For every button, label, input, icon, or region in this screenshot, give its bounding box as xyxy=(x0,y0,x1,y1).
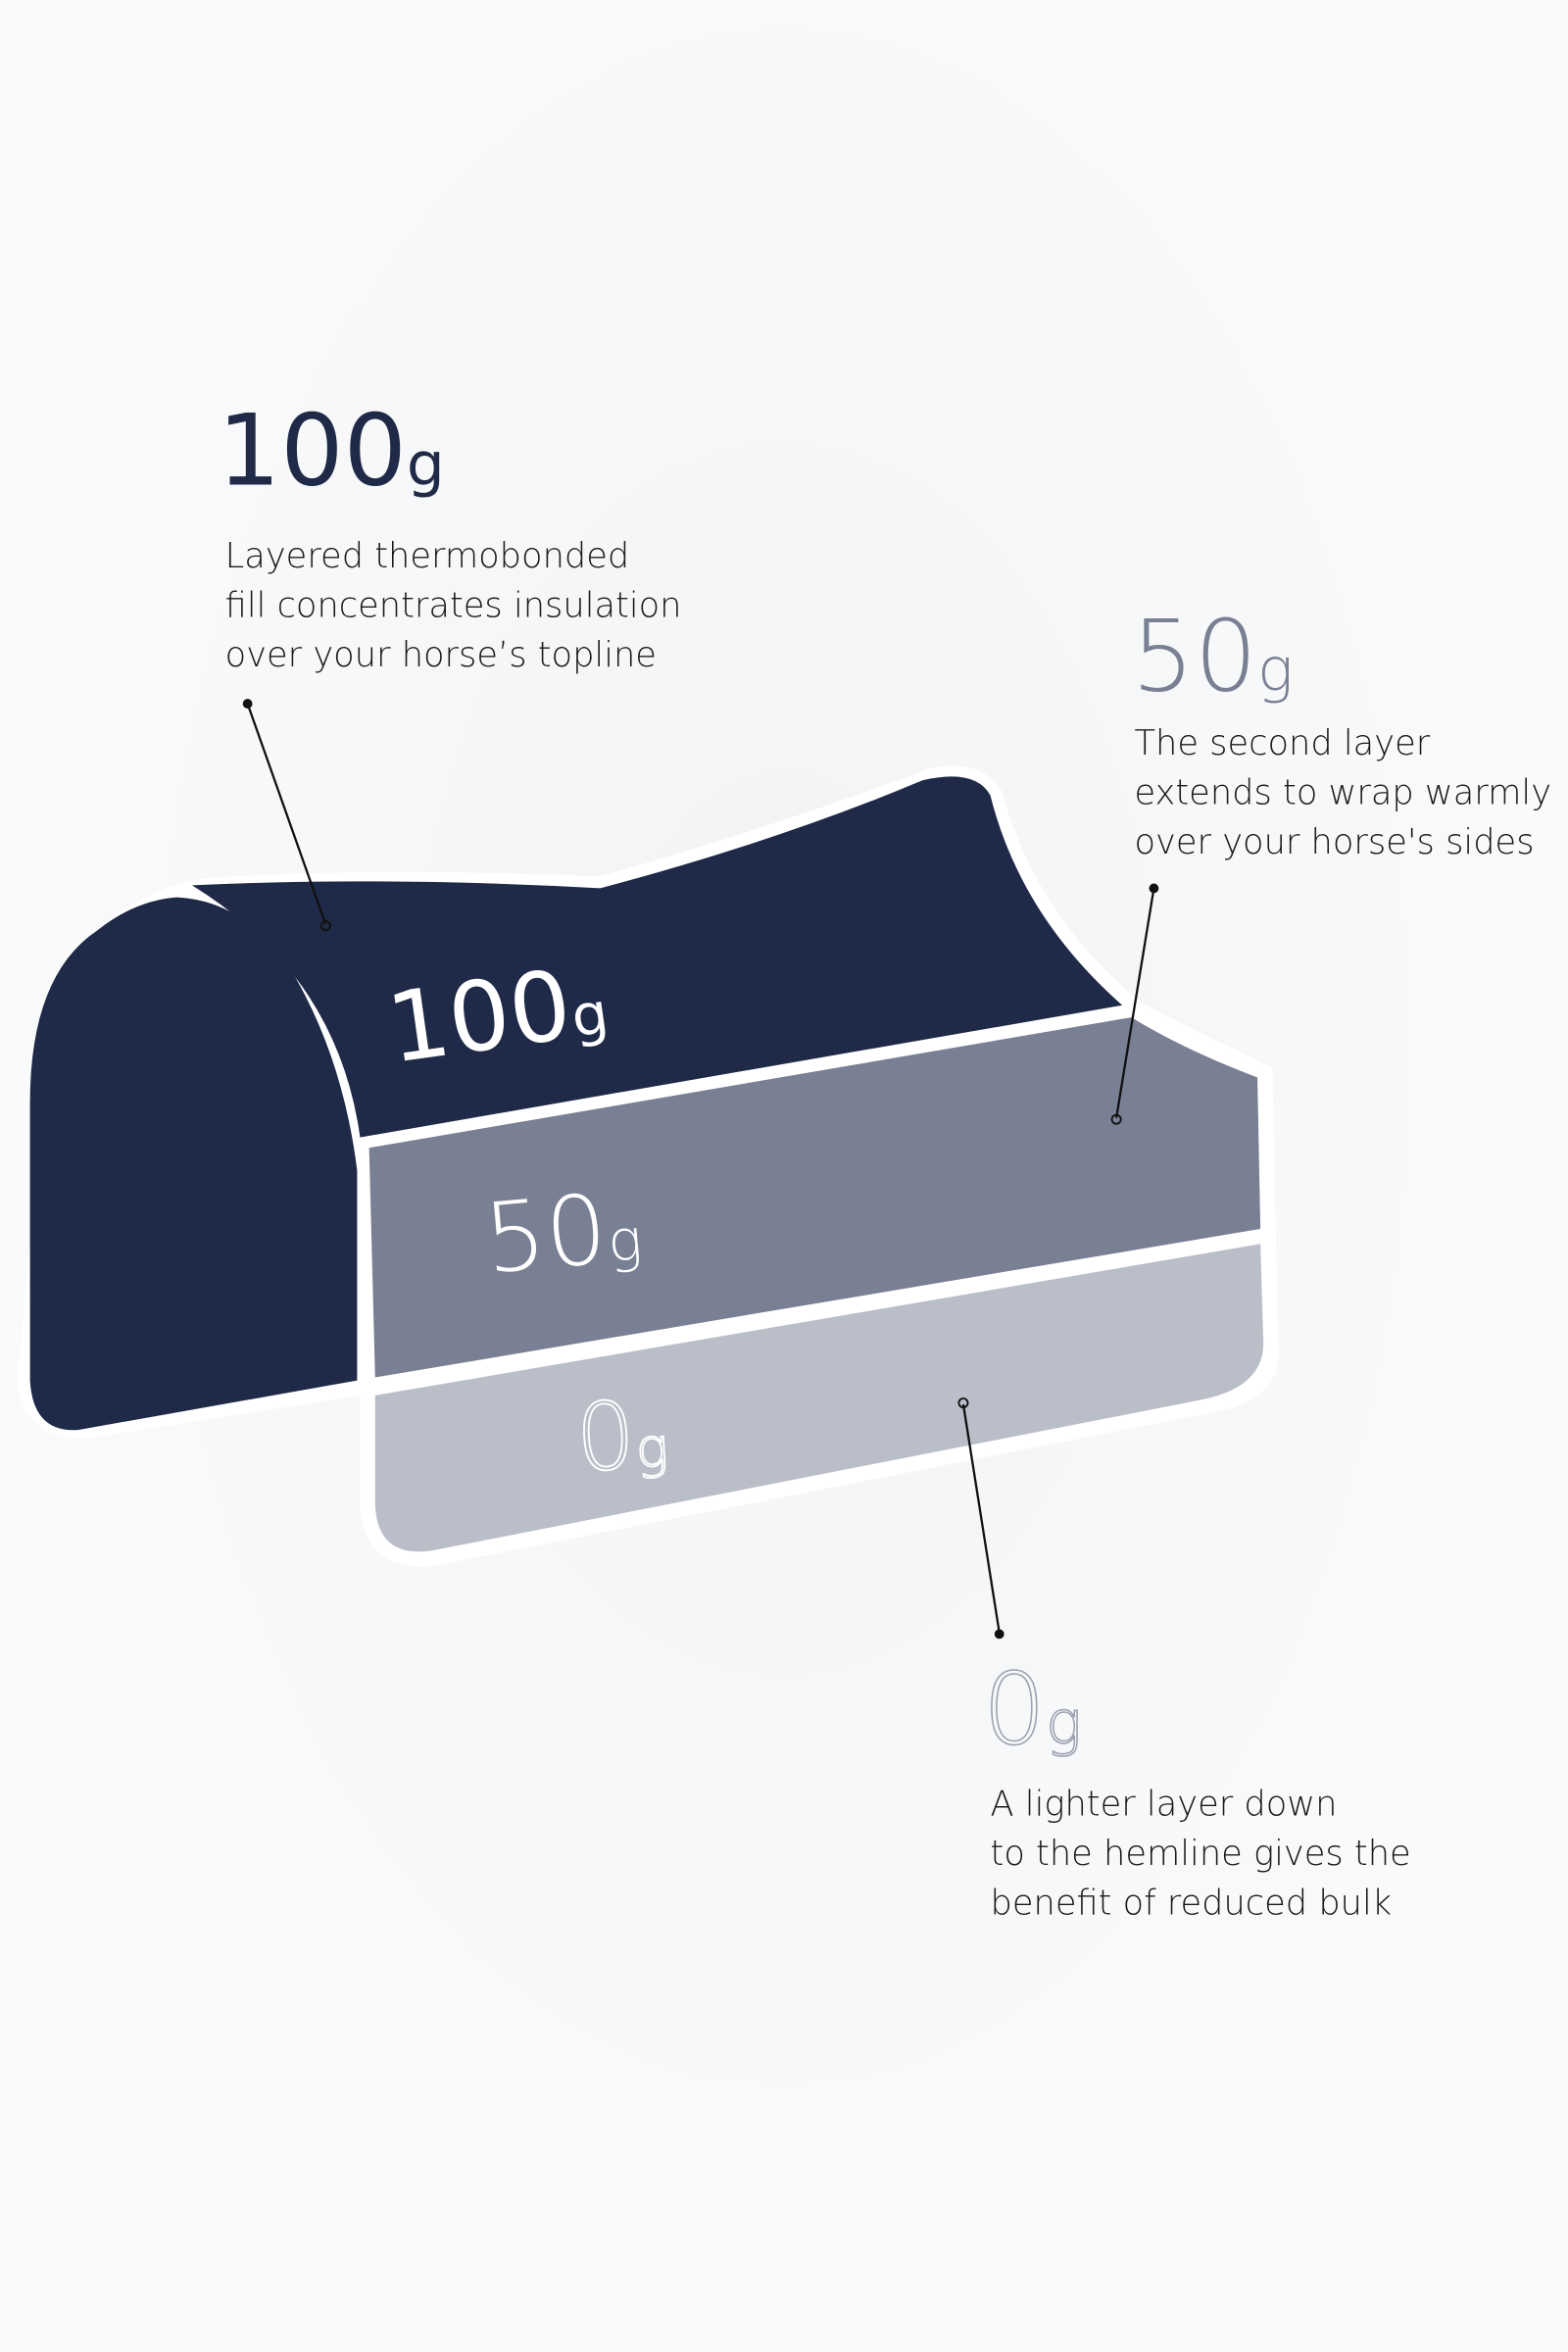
leader-line-50g xyxy=(1115,888,1155,1118)
shape-label-0: 0g xyxy=(573,1381,670,1494)
callout-50g-line-1: The second layer xyxy=(1135,723,1431,763)
callout-0g-line-3: benefit of reduced bulk xyxy=(991,1884,1393,1924)
leader-dot-end-icon xyxy=(957,1397,969,1409)
leader-dot-end-icon xyxy=(319,920,331,932)
leader-dot-start-icon xyxy=(242,699,253,709)
leader-line-100g xyxy=(246,703,327,925)
shape-label-50: 50g xyxy=(480,1171,646,1296)
leader-dot-end-icon xyxy=(1110,1113,1122,1125)
callout-100g-line-2: fill concentrates insulation xyxy=(225,585,682,625)
callout-50g-line-3: over your horse's sides xyxy=(1135,822,1535,862)
shape-label-100: 100g xyxy=(381,945,614,1086)
callout-0g-value: 0g xyxy=(983,1651,1082,1767)
callout-0g-line-2: to the hemline gives the xyxy=(991,1834,1411,1874)
leader-dot-start-icon xyxy=(1149,883,1159,894)
callout-50g-line-2: extends to wrap warmly xyxy=(1135,773,1552,813)
callout-100g-line-3: over your horse’s topline xyxy=(225,635,657,675)
callout-100g: 100g Layered thermobonded fill concentra… xyxy=(218,393,682,932)
layer-50-band xyxy=(368,1017,1261,1378)
leader-dot-start-icon xyxy=(994,1629,1004,1640)
callout-50g: 50g The second layer extends to wrap war… xyxy=(1110,598,1552,1125)
layer-100-front-hump xyxy=(29,897,358,1431)
callout-0g: 0g A lighter layer down to the hemline g… xyxy=(957,1397,1411,1924)
callout-50g-value: 50g xyxy=(1131,598,1293,713)
layer-100-top-surface xyxy=(191,776,1123,1138)
leader-line-0g xyxy=(961,1403,1001,1634)
callout-0g-line-1: A lighter layer down xyxy=(991,1785,1338,1825)
callout-100g-line-1: Layered thermobonded xyxy=(225,536,630,576)
callout-100g-value: 100g xyxy=(218,393,445,509)
layer-0-band xyxy=(374,1244,1264,1552)
